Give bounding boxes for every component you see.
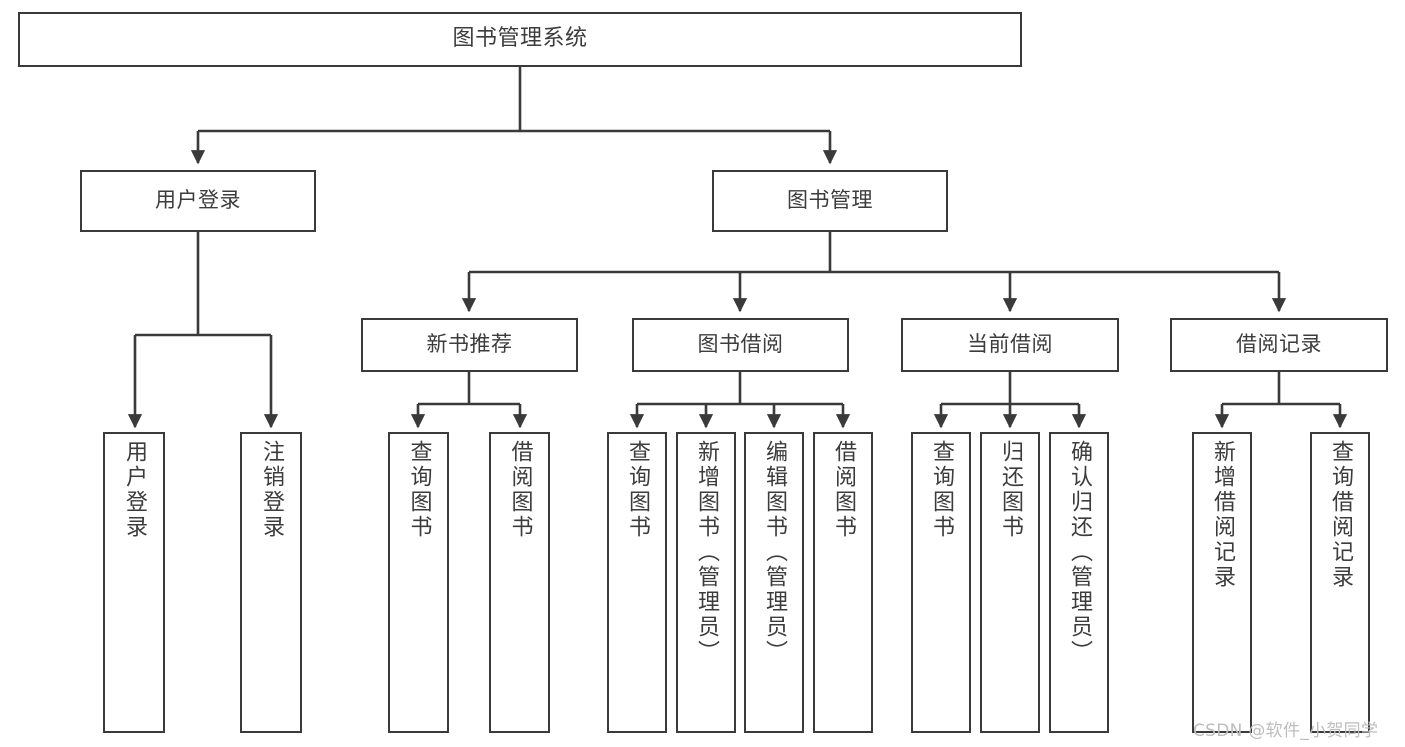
csdn-watermark: CSDN @软件_小贺同学 — [1193, 721, 1379, 741]
node-root-system[interactable]: 图书管理系统 — [18, 12, 1022, 67]
leaf-borrow-book-recommend[interactable]: 借阅图书 — [489, 432, 550, 733]
leaf-query-book-recommend[interactable]: 查询图书 — [388, 432, 449, 733]
leaf-add-borrow-record[interactable]: 新增借阅记录 — [1192, 432, 1252, 733]
node-label: 注销登录 — [259, 440, 284, 540]
node-label: 查询图书 — [929, 440, 954, 540]
node-label: 新增图书（管理员） — [694, 440, 719, 665]
leaf-return-book[interactable]: 归还图书 — [980, 432, 1040, 733]
node-label: 图书借阅 — [697, 332, 784, 357]
node-label: 查询图书 — [625, 440, 650, 540]
leaf-edit-book-admin[interactable]: 编辑图书（管理员） — [744, 432, 804, 733]
node-label: 借阅图书 — [831, 440, 856, 540]
node-label: 当前借阅 — [967, 332, 1053, 357]
node-label: 用户登录 — [155, 188, 241, 213]
node-label: 编辑图书（管理员） — [762, 440, 787, 665]
leaf-query-book-borrow[interactable]: 查询图书 — [607, 432, 667, 733]
node-book-borrow[interactable]: 图书借阅 — [632, 318, 849, 372]
node-label: 新书推荐 — [426, 332, 513, 357]
node-label: 查询图书 — [406, 440, 432, 540]
node-book-management[interactable]: 图书管理 — [712, 170, 948, 232]
node-label: 借阅记录 — [1236, 332, 1322, 357]
node-label: 查询借阅记录 — [1328, 440, 1353, 590]
node-current-borrow[interactable]: 当前借阅 — [901, 318, 1119, 372]
node-label: 用户登录 — [122, 440, 147, 540]
leaf-add-book-admin[interactable]: 新增图书（管理员） — [676, 432, 736, 733]
leaf-user-login[interactable]: 用户登录 — [103, 432, 165, 733]
node-new-book-recommend[interactable]: 新书推荐 — [361, 318, 578, 372]
node-label: 图书管理系统 — [452, 26, 588, 52]
node-label: 借阅图书 — [507, 440, 533, 540]
node-label: 确认归还（管理员） — [1067, 440, 1092, 665]
node-label: 归还图书 — [998, 440, 1023, 540]
node-borrow-record[interactable]: 借阅记录 — [1170, 318, 1388, 372]
leaf-borrow-book[interactable]: 借阅图书 — [813, 432, 873, 733]
node-label: 图书管理 — [787, 188, 873, 213]
node-label: 新增借阅记录 — [1210, 440, 1235, 590]
leaf-logout[interactable]: 注销登录 — [240, 432, 302, 733]
node-user-login[interactable]: 用户登录 — [80, 170, 316, 232]
leaf-query-book-current[interactable]: 查询图书 — [911, 432, 971, 733]
leaf-confirm-return-admin[interactable]: 确认归还（管理员） — [1049, 432, 1109, 733]
leaf-query-borrow-record[interactable]: 查询借阅记录 — [1310, 432, 1370, 733]
